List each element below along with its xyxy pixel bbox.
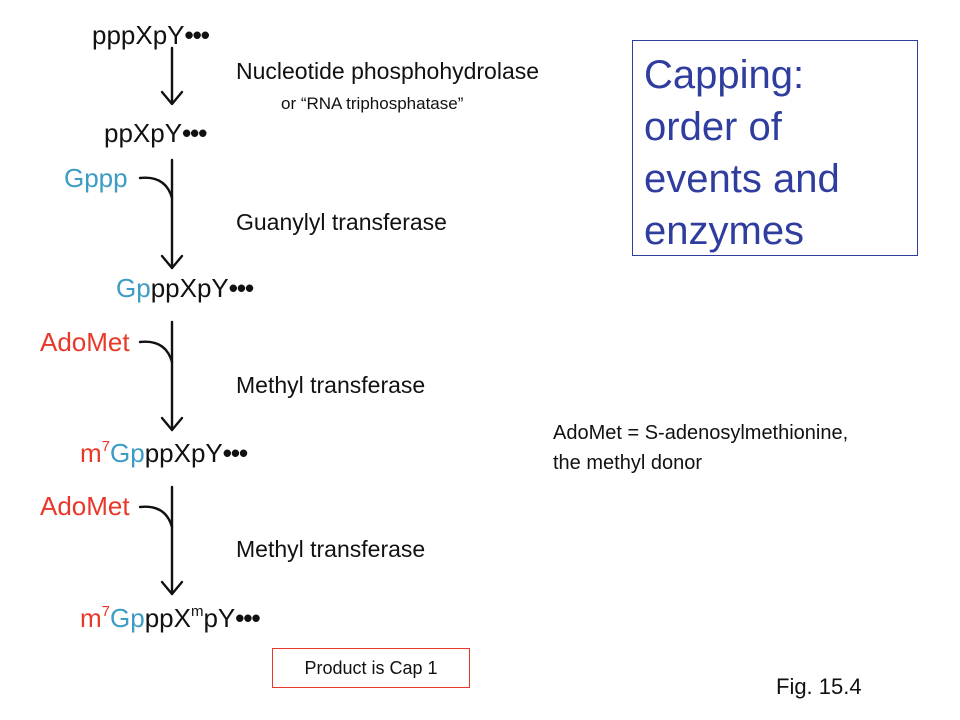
arrow-2 [138, 158, 184, 270]
molecule-cap1-rna: m7GpppXmpY••• [80, 603, 261, 633]
arrow-1 [160, 46, 184, 106]
adomet-note-line-1: AdoMet = S-adenosylmethionine, [553, 422, 849, 444]
enzyme-guanylyl-transferase: Guanylyl transferase [236, 209, 447, 235]
figure-label: Fig. 15.4 [776, 674, 862, 699]
adomet-input-2: AdoMet [40, 491, 130, 521]
enzyme-phosphohydrolase-alt: or “RNA triphosphatase” [281, 94, 464, 113]
molecule-cap0-rna: m7GpppXpY••• [80, 438, 248, 468]
title-line-1: Capping: [644, 53, 805, 97]
title-box: Capping: order of events and enzymes [632, 40, 918, 256]
title-line-2: order of [644, 105, 782, 149]
adomet-note-line-2: the methyl donor [553, 452, 702, 474]
adomet-input-1: AdoMet [40, 327, 130, 357]
product-box: Product is Cap 1 [272, 648, 470, 688]
gppp-input: Gppp [64, 163, 128, 193]
enzyme-methyl-transferase-2: Methyl transferase [236, 536, 426, 562]
enzyme-methyl-transferase-1: Methyl transferase [236, 372, 426, 398]
enzyme-phosphohydrolase: Nucleotide phosphohydrolase [236, 58, 540, 84]
title-line-4: enzymes [644, 209, 805, 253]
title-line-3: events and [644, 157, 840, 201]
arrow-3 [138, 320, 184, 432]
arrow-4 [138, 485, 184, 596]
molecule-triphosphate-rna: pppXpY••• [92, 20, 210, 50]
molecule-capped-rna: GpppXpY••• [116, 273, 254, 303]
adomet-note: AdoMet = S-adenosylmethionine, the methy… [553, 418, 848, 478]
molecule-diphosphate-rna: ppXpY••• [104, 118, 207, 148]
